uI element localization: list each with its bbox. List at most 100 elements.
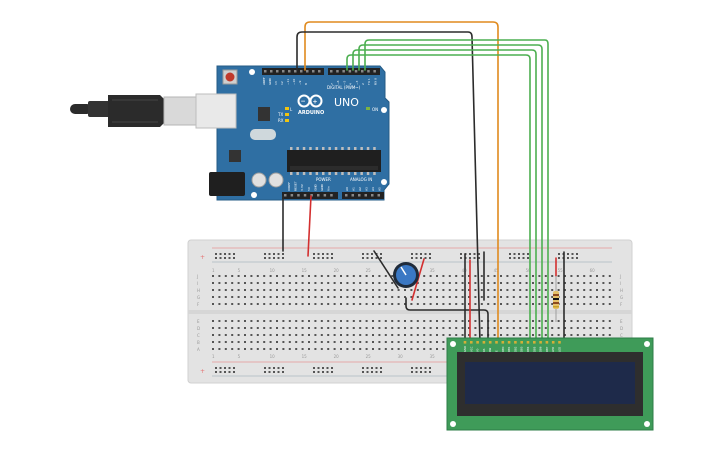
breadboard-hole[interactable] [362,371,364,373]
breadboard-hole[interactable] [397,327,400,329]
breadboard-hole[interactable] [313,367,315,369]
breadboard-hole[interactable] [583,334,586,336]
breadboard-hole[interactable] [228,257,231,259]
breadboard-hole[interactable] [596,334,598,336]
breadboard-hole[interactable] [551,303,554,305]
breadboard-hole[interactable] [415,253,418,255]
breadboard-hole[interactable] [215,371,217,373]
breadboard-hole[interactable] [436,282,438,284]
breadboard-hole[interactable] [564,327,566,329]
breadboard-hole[interactable] [288,275,291,277]
breadboard-hole[interactable] [525,320,528,322]
breadboard-hole[interactable] [429,257,431,259]
breadboard-hole[interactable] [512,282,515,284]
breadboard-hole[interactable] [391,303,394,305]
breadboard-hole[interactable] [269,341,272,343]
breadboard-hole[interactable] [544,282,547,284]
breadboard-hole[interactable] [551,289,554,291]
analog-header[interactable] [342,192,384,199]
breadboard-hole[interactable] [256,320,259,322]
breadboard-hole[interactable] [231,320,234,322]
breadboard-hole[interactable] [493,282,496,284]
breadboard-hole[interactable] [474,275,477,277]
breadboard-hole[interactable] [282,341,285,343]
breadboard-hole[interactable] [263,303,266,305]
breadboard-hole[interactable] [372,334,374,336]
breadboard-hole[interactable] [327,282,330,284]
breadboard-hole[interactable] [461,327,464,329]
breadboard-hole[interactable] [237,327,240,329]
breadboard-hole[interactable] [567,253,569,255]
breadboard-hole[interactable] [352,296,355,298]
breadboard-hole[interactable] [273,253,275,255]
breadboard-hole[interactable] [608,334,611,336]
breadboard-hole[interactable] [468,275,470,277]
breadboard-hole[interactable] [589,289,592,291]
breadboard-hole[interactable] [378,334,381,336]
breadboard-hole[interactable] [378,303,381,305]
breadboard-hole[interactable] [231,303,234,305]
breadboard-hole[interactable] [558,253,560,255]
breadboard-hole[interactable] [237,320,240,322]
breadboard-hole[interactable] [480,303,483,305]
breadboard-hole[interactable] [583,289,586,291]
breadboard-hole[interactable] [320,341,323,343]
breadboard-hole[interactable] [224,371,226,373]
breadboard-hole[interactable] [288,296,291,298]
breadboard-hole[interactable] [474,282,477,284]
breadboard-hole[interactable] [263,334,266,336]
breadboard-hole[interactable] [346,327,349,329]
breadboard-hole[interactable] [273,257,275,259]
breadboard-hole[interactable] [314,320,317,322]
breadboard-hole[interactable] [218,303,221,305]
breadboard-hole[interactable] [410,289,413,291]
breadboard-hole[interactable] [474,289,477,291]
breadboard-hole[interactable] [570,275,573,277]
breadboard-hole[interactable] [282,327,285,329]
header-pin[interactable] [367,70,370,73]
breadboard-hole[interactable] [538,334,541,336]
breadboard-hole[interactable] [371,367,373,369]
breadboard-hole[interactable] [250,341,253,343]
breadboard-hole[interactable] [313,253,315,255]
header-pin[interactable] [306,70,309,73]
breadboard-hole[interactable] [397,341,400,343]
digital-header-right[interactable] [328,68,380,75]
breadboard-hole[interactable] [480,327,483,329]
breadboard-hole[interactable] [308,275,310,277]
breadboard-hole[interactable] [250,289,253,291]
breadboard-hole[interactable] [442,303,445,305]
breadboard-hole[interactable] [589,327,592,329]
breadboard-hole[interactable] [608,275,611,277]
breadboard-hole[interactable] [436,275,438,277]
breadboard-hole[interactable] [372,282,374,284]
breadboard-hole[interactable] [589,320,592,322]
header-pin[interactable] [264,70,267,73]
header-pin[interactable] [354,70,358,73]
breadboard-hole[interactable] [322,371,324,373]
breadboard-hole[interactable] [532,275,534,277]
breadboard-hole[interactable] [282,275,285,277]
breadboard-hole[interactable] [268,257,271,259]
breadboard-hole[interactable] [276,327,278,329]
breadboard-hole[interactable] [212,296,214,298]
breadboard-hole[interactable] [564,275,566,277]
breadboard-hole[interactable] [322,257,324,259]
breadboard-hole[interactable] [250,327,253,329]
header-pin[interactable] [330,194,333,197]
breadboard-hole[interactable] [583,303,586,305]
breadboard-hole[interactable] [322,367,324,369]
breadboard-hole[interactable] [500,275,502,277]
breadboard-hole[interactable] [525,275,528,277]
breadboard-hole[interactable] [263,275,266,277]
breadboard-holes[interactable] [212,253,611,373]
breadboard-hole[interactable] [301,320,304,322]
breadboard-hole[interactable] [602,282,605,284]
breadboard-hole[interactable] [557,282,560,284]
breadboard-hole[interactable] [551,334,554,336]
breadboard-hole[interactable] [429,341,432,343]
breadboard-hole[interactable] [224,275,227,277]
breadboard-hole[interactable] [455,327,458,329]
breadboard-hole[interactable] [429,320,432,322]
breadboard-hole[interactable] [551,275,554,277]
